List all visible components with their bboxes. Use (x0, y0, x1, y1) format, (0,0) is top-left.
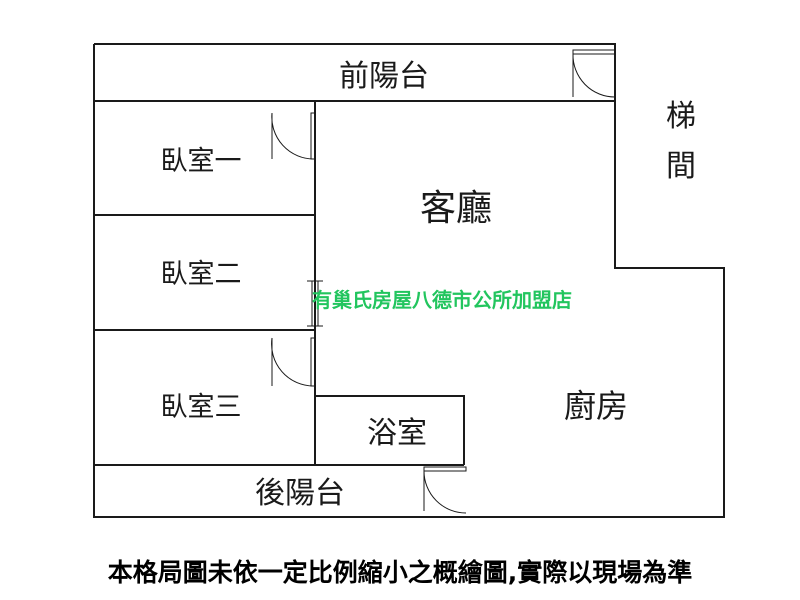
bathroom-label: 浴室 (367, 416, 427, 451)
door-bedroom-1 (271, 112, 316, 160)
front-balcony-label: 前陽台 (339, 59, 429, 94)
door-front-balcony (572, 49, 616, 98)
door-back-balcony (423, 466, 467, 514)
door-bedroom-3 (271, 337, 316, 387)
stairs-label-bottom: 間 (666, 149, 696, 184)
door-bedroom-2 (307, 280, 323, 327)
disclaimer-note: 本格局圖未依一定比例縮小之概繪圖,實際以現場為準 (107, 558, 693, 587)
kitchen-label: 廚房 (564, 387, 628, 425)
bedroom-3-label: 臥室三 (161, 392, 242, 423)
bedroom-2-label: 臥室二 (161, 259, 242, 290)
bathroom-wall (315, 395, 465, 465)
outer-wall (93, 43, 725, 518)
agency-watermark: 有巢氏房屋八德市公所加盟店 (312, 288, 572, 312)
bedroom-1-label: 臥室一 (161, 146, 242, 177)
back-balcony-label: 後陽台 (255, 476, 345, 511)
living-room-label: 客廳 (420, 188, 492, 229)
stairs-label-top: 梯 (666, 99, 696, 134)
